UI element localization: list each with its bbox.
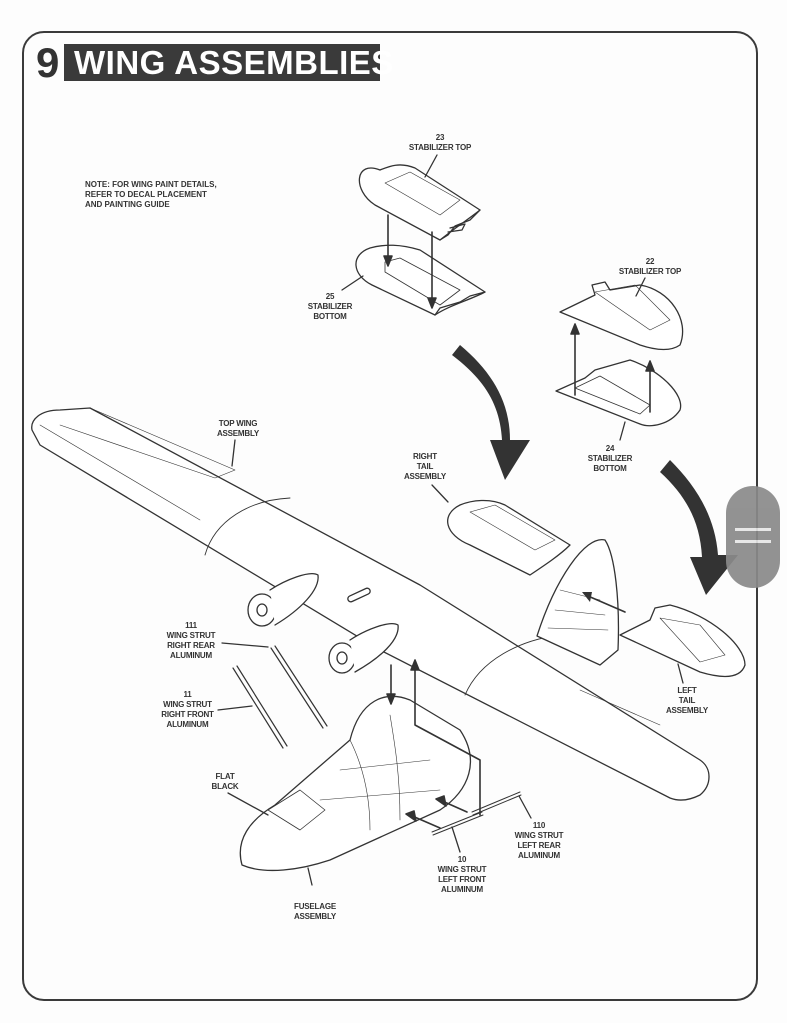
label-strut-111: 111 WING STRUT RIGHT REAR ALUMINUM	[166, 621, 216, 660]
label-strut-110: 110 WING STRUT LEFT REAR ALUMINUM	[514, 821, 564, 860]
label-left-tail: LEFT TAIL ASSEMBLY	[665, 686, 709, 715]
grip-line-icon	[735, 540, 771, 543]
top-wing	[31, 407, 710, 801]
label-stabilizer-top-23: 23 STABILIZER TOP	[408, 133, 472, 152]
down-arrows-23-25	[383, 214, 437, 309]
fin-arrowhead	[582, 592, 592, 602]
leader-right-tail	[431, 484, 449, 503]
wing-strut-10	[431, 811, 484, 836]
leader-10	[451, 826, 461, 853]
wing-strut-111	[270, 645, 328, 729]
label-fuselage: FUSELAGE ASSEMBLY	[293, 902, 337, 921]
right-tail-assembly	[447, 499, 571, 576]
engine-right	[247, 573, 319, 627]
big-arrow-right-tail	[452, 345, 530, 480]
left-tail-assembly	[619, 604, 746, 678]
leader-top-wing	[231, 439, 236, 467]
paint-note: NOTE: FOR WING PAINT DETAILS, REFER TO D…	[85, 180, 217, 209]
label-top-wing: TOP WING ASSEMBLY	[216, 419, 260, 438]
label-stabilizer-bottom-24: 24 STABILIZER BOTTOM	[587, 444, 633, 473]
leader-flat-black	[227, 792, 269, 816]
leader-left-tail	[677, 663, 684, 684]
leader-11	[217, 705, 253, 711]
wing-slot	[347, 587, 371, 603]
label-strut-10: 10 WING STRUT LEFT FRONT ALUMINUM	[437, 855, 487, 894]
up-arrows-22-24	[570, 323, 655, 413]
leader-23	[424, 154, 438, 178]
title-banner	[64, 44, 380, 81]
wing-strut-11	[232, 665, 288, 749]
vertical-fin	[536, 539, 620, 666]
leader-111	[221, 642, 269, 648]
engine-left	[328, 623, 399, 674]
leader-110	[518, 795, 532, 819]
label-stabilizer-top-22: 22 STABILIZER TOP	[618, 257, 682, 276]
fuselage-arrows	[386, 659, 481, 829]
label-strut-11: 11 WING STRUT RIGHT FRONT ALUMINUM	[161, 690, 214, 729]
wing-strut-110	[471, 791, 522, 816]
stabilizer-top-23	[358, 164, 481, 241]
leader-24	[619, 421, 626, 441]
scroll-handle[interactable]	[726, 486, 780, 588]
big-arrow-left-tail	[660, 460, 738, 595]
stabilizer-bottom-25	[355, 244, 486, 316]
label-right-tail: RIGHT TAIL ASSEMBLY	[403, 452, 447, 481]
fin-arrow-shaft	[587, 595, 626, 613]
stabilizer-top-22	[559, 281, 684, 351]
fuselage-assembly	[239, 695, 472, 872]
grip-line-icon	[735, 528, 771, 531]
leader-22	[635, 277, 646, 297]
page-title: WING ASSEMBLIES	[74, 44, 394, 81]
label-flat-black: FLAT BLACK	[211, 772, 239, 791]
step-number: 9	[36, 39, 59, 86]
label-stabilizer-bottom-25: 25 STABILIZER BOTTOM	[307, 292, 353, 321]
leader-fuselage	[307, 867, 313, 886]
leader-25	[341, 275, 364, 291]
